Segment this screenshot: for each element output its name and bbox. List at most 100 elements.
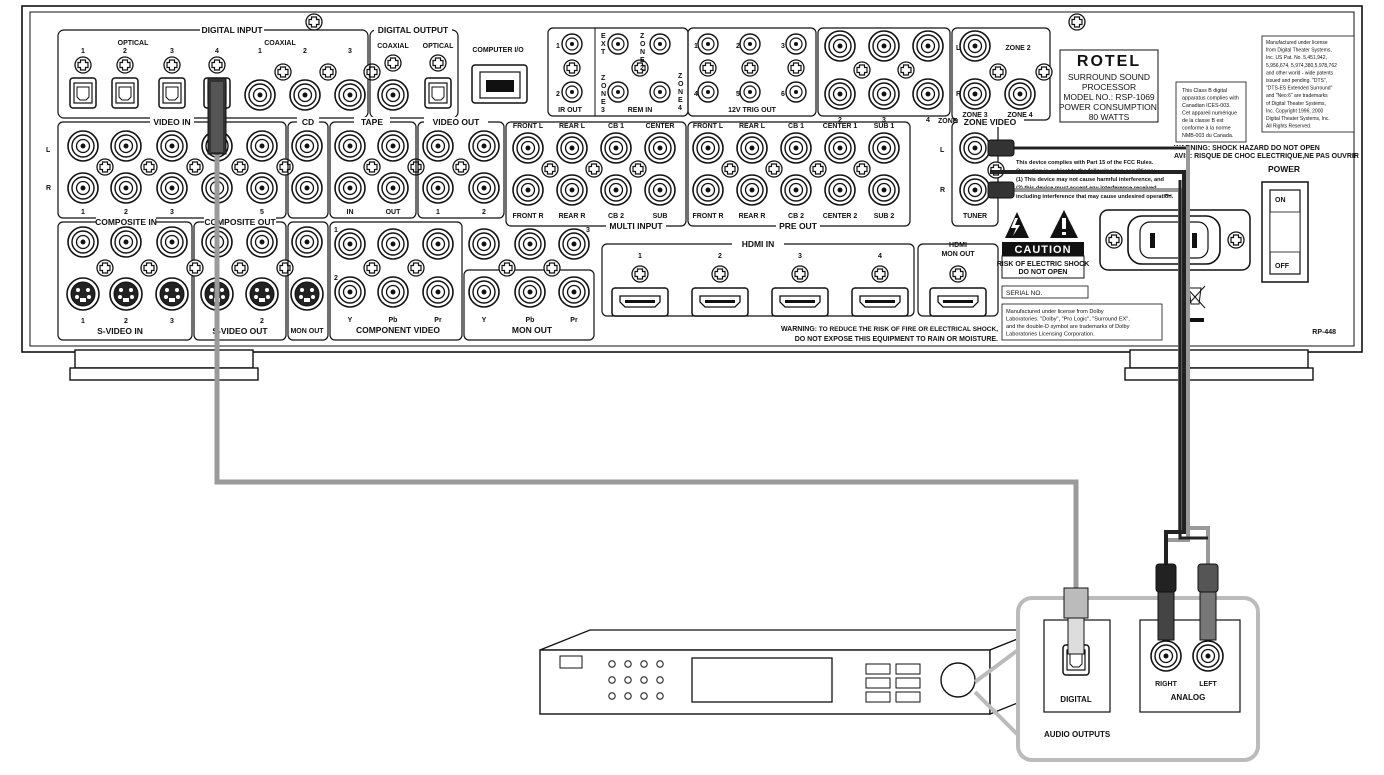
computer-io-port[interactable] <box>471 64 528 104</box>
optical-input-1[interactable] <box>69 77 97 109</box>
coaxial-output[interactable] <box>377 79 409 111</box>
trig-out-2[interactable] <box>739 33 761 55</box>
pre-out-jack-10[interactable] <box>868 174 900 206</box>
audio-jack-left-2[interactable] <box>110 130 142 162</box>
component-mon-out-jack-3[interactable] <box>558 276 590 308</box>
audio-outputs-label: AUDIO OUTPUTS <box>1044 730 1111 739</box>
component-in-3-jack-2[interactable] <box>514 228 546 260</box>
composite-jack-2[interactable] <box>110 226 142 258</box>
audio-jack-right-7[interactable] <box>334 172 366 204</box>
fcc-line: (1) This device may not cause harmful in… <box>1016 177 1165 183</box>
component-in-2-jack-3[interactable] <box>422 276 454 308</box>
zone-out-box <box>817 27 951 117</box>
component-mon-out-jack-2[interactable] <box>514 276 546 308</box>
svg-text:3: 3 <box>170 318 174 325</box>
power-switch[interactable] <box>1261 181 1309 283</box>
tuner-right-jack[interactable] <box>959 174 991 206</box>
model-info-line: PROCESSOR <box>1082 82 1136 92</box>
audio-jack-right-10[interactable] <box>468 172 500 204</box>
composite-jack-6[interactable] <box>291 226 323 258</box>
rem-in-ext[interactable] <box>607 33 629 55</box>
component-in-2-jack-1[interactable] <box>334 276 366 308</box>
hdmi-in-port-1[interactable] <box>611 287 669 317</box>
svideo-jack-2[interactable] <box>109 277 143 311</box>
composite-jack-1[interactable] <box>67 226 99 258</box>
multi-input-jack-3[interactable] <box>600 132 632 164</box>
trig-out-1[interactable] <box>697 33 719 55</box>
left-output-jack[interactable] <box>1192 640 1224 672</box>
trig-out-5[interactable] <box>739 81 761 103</box>
right-output-jack[interactable] <box>1150 640 1182 672</box>
rem-in-zone4[interactable] <box>649 81 671 103</box>
multi-input-jack-4[interactable] <box>644 132 676 164</box>
coaxial-input-1[interactable] <box>244 79 276 111</box>
audio-jack-right-5[interactable] <box>246 172 278 204</box>
multi-input-jack-1[interactable] <box>512 132 544 164</box>
pre-out-jack-8[interactable] <box>780 174 812 206</box>
svideo-jack-1[interactable] <box>66 277 100 311</box>
audio-jack-left-8[interactable] <box>377 130 409 162</box>
rem-in-zone2[interactable] <box>649 33 671 55</box>
audio-jack-right-3[interactable] <box>156 172 188 204</box>
component-in-1-jack-2[interactable] <box>377 228 409 260</box>
trig-out-6[interactable] <box>785 81 807 103</box>
component-in-1-jack-3[interactable] <box>422 228 454 260</box>
trig-out-4[interactable] <box>697 81 719 103</box>
svideo-jack-5[interactable] <box>245 277 279 311</box>
audio-jack-left-7[interactable] <box>334 130 366 162</box>
tuner-left-jack[interactable] <box>959 132 991 164</box>
trig-out-3[interactable] <box>785 33 807 55</box>
audio-jack-right-2[interactable] <box>110 172 142 204</box>
multi-input-jack-5[interactable] <box>512 174 544 206</box>
hdmi-in-port-2[interactable] <box>691 287 749 317</box>
audio-jack-left-10[interactable] <box>468 130 500 162</box>
ir-out-1[interactable] <box>561 33 583 55</box>
ac-power-inlet[interactable] <box>1099 209 1251 271</box>
digital-output-label: DIGITAL OUTPUT <box>378 25 449 35</box>
multi-input-jack-2[interactable] <box>556 132 588 164</box>
multi-input-jack-8[interactable] <box>644 174 676 206</box>
hdmi-in-port-4[interactable] <box>851 287 909 317</box>
pre-out-jack-1[interactable] <box>692 132 724 164</box>
audio-jack-right-1[interactable] <box>67 172 99 204</box>
audio-jack-right-9[interactable] <box>422 172 454 204</box>
pre-out-jack-6[interactable] <box>692 174 724 206</box>
pre-out-jack-3[interactable] <box>780 132 812 164</box>
pre-out-jack-9[interactable] <box>824 174 856 206</box>
optical-input-3[interactable] <box>158 77 186 109</box>
svideo-jack-6[interactable] <box>290 277 324 311</box>
component-in-3-jack-1[interactable] <box>468 228 500 260</box>
multi-input-jack-6[interactable] <box>556 174 588 206</box>
audio-jack-left-5[interactable] <box>246 130 278 162</box>
optical-output[interactable] <box>424 77 452 109</box>
coaxial-input-3[interactable] <box>334 79 366 111</box>
pre-out-jack-7[interactable] <box>736 174 768 206</box>
audio-jack-left-6[interactable] <box>291 130 323 162</box>
pre-out-jack-5[interactable] <box>868 132 900 164</box>
svg-text:3: 3 <box>882 117 886 124</box>
component-mon-out-jack-1[interactable] <box>468 276 500 308</box>
svideo-jack-3[interactable] <box>155 277 189 311</box>
audio-jack-right-6[interactable] <box>291 172 323 204</box>
audio-jack-right-8[interactable] <box>377 172 409 204</box>
optical-input-2[interactable] <box>111 77 139 109</box>
dts-line: and other world - wide patents <box>1266 70 1333 76</box>
hdmi-in-port-3[interactable] <box>771 287 829 317</box>
audio-jack-left-3[interactable] <box>156 130 188 162</box>
audio-jack-left-9[interactable] <box>422 130 454 162</box>
pre-out-jack-2[interactable] <box>736 132 768 164</box>
multi-input-jack-7[interactable] <box>600 174 632 206</box>
composite-jack-5[interactable] <box>246 226 278 258</box>
coaxial-input-2[interactable] <box>289 79 321 111</box>
audio-jack-left-1[interactable] <box>67 130 99 162</box>
component-in-3-jack-3[interactable] <box>558 228 590 260</box>
composite-out-label: COMPOSITE OUT <box>204 217 276 227</box>
ir-out-2[interactable] <box>561 81 583 103</box>
pre-out-jack-4[interactable] <box>824 132 856 164</box>
component-in-1-jack-1[interactable] <box>334 228 366 260</box>
rem-in-zone3[interactable] <box>607 81 629 103</box>
hdmi-mon-out-port[interactable] <box>929 287 987 317</box>
screw-icon <box>276 158 294 176</box>
composite-jack-3[interactable] <box>156 226 188 258</box>
component-in-2-jack-2[interactable] <box>377 276 409 308</box>
